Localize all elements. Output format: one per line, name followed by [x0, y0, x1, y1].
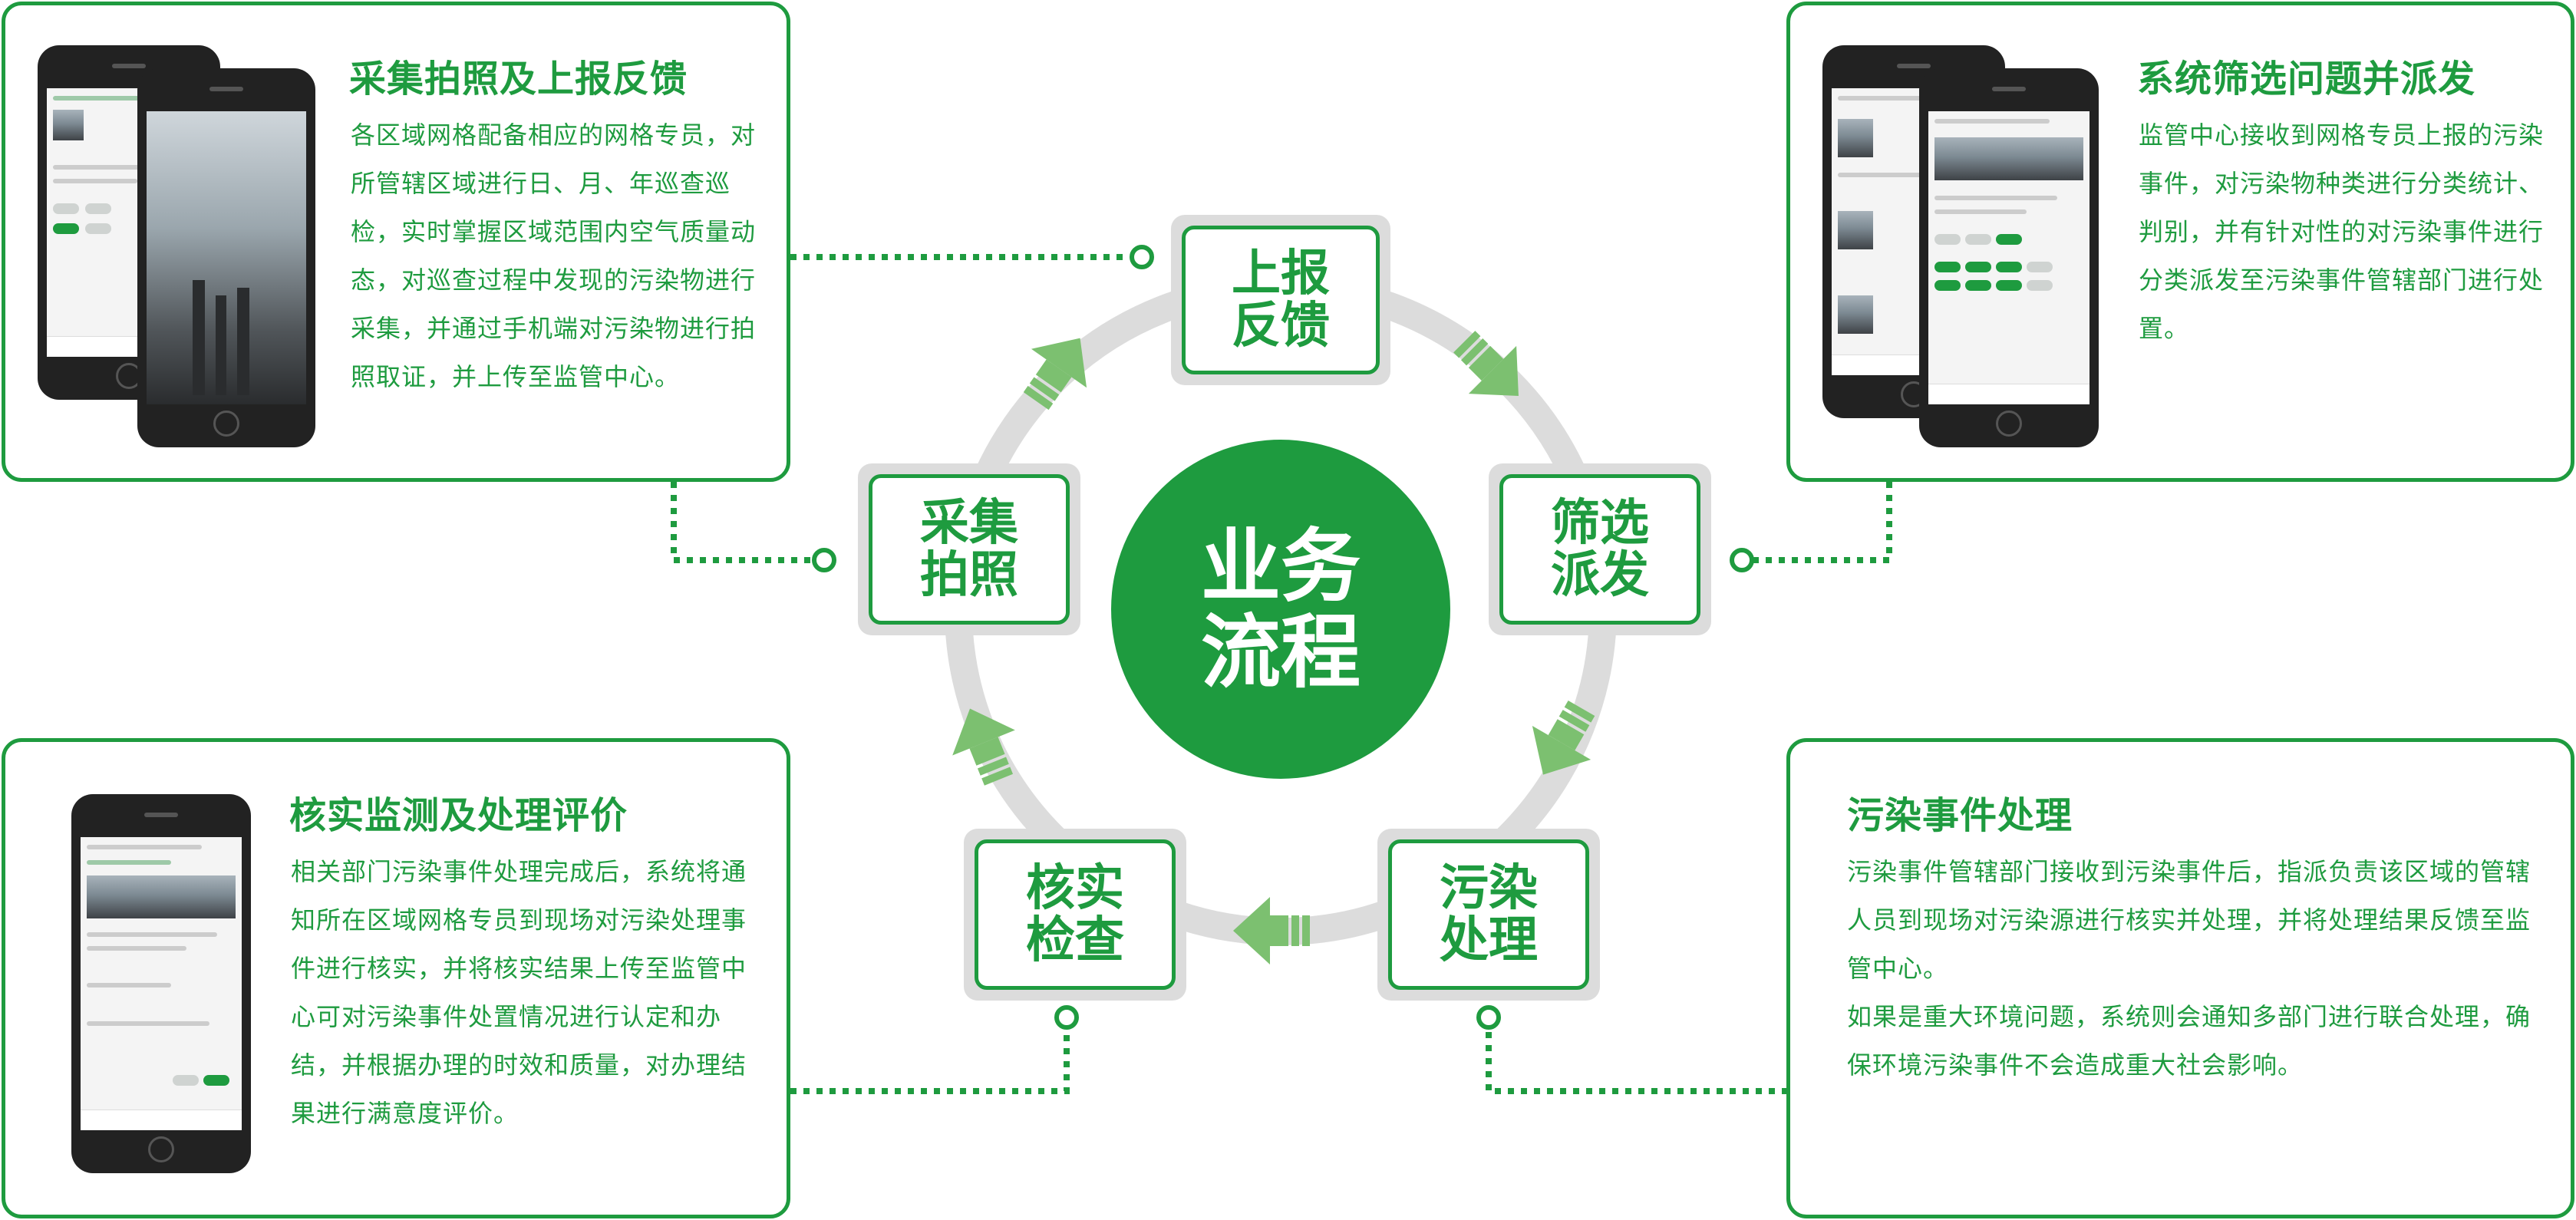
node-filter-label: 筛选派发	[1551, 495, 1649, 604]
panel-filter-text: 监管中心接收到网格专员上报的污染事件，对污染物种类进行分类统计、判别，并有针对性…	[2139, 120, 2545, 343]
endpoint-handle	[1476, 1005, 1501, 1030]
center-label: 业务流程	[1200, 519, 1361, 699]
panel-handle-title: 污染事件处理	[1847, 794, 2073, 837]
panel-verify-text: 相关部门污染事件处理完成后，系统将通知所在区域网格专员到现场对污染处理事件进行核…	[291, 857, 747, 1128]
node-report[interactable]: 上报反馈	[1171, 215, 1390, 385]
endpoint-filter	[1730, 548, 1754, 572]
node-collect[interactable]: 采集拍照	[858, 463, 1080, 635]
panel-filter: 系统筛选问题并派发 监管中心接收到网格专员上报的污染事件，对污染物种类进行分类统…	[1786, 2, 2574, 482]
panel-verify-title: 核实监测及处理评价	[289, 794, 628, 837]
center-circle: 业务流程	[1111, 440, 1450, 779]
endpoint-report	[1130, 245, 1154, 269]
endpoint-collect	[812, 548, 836, 572]
node-report-label: 上报反馈	[1232, 246, 1330, 354]
panel-collect-text: 各区域网格配备相应的网格专员，对所管辖区域进行日、月、年巡查巡检，实时掌握区域范…	[351, 120, 757, 391]
arrow-icon-filter-handle	[1532, 700, 1595, 775]
panel-filter-title: 系统筛选问题并派发	[2137, 58, 2476, 101]
connector-handle-node	[1486, 1024, 1788, 1094]
connector-lines	[671, 254, 1892, 1094]
arrow-icon-collect-report	[1023, 338, 1087, 411]
connector-collect-node	[671, 482, 813, 563]
arrow-icon-handle-verify	[1233, 897, 1310, 964]
node-handle[interactable]: 污染处理	[1377, 829, 1600, 1001]
connector-verify-node	[790, 1024, 1070, 1094]
phone-mockup-front	[137, 68, 315, 447]
connector-endpoints	[812, 245, 1754, 1030]
arrow-icon-verify-collect	[952, 708, 1015, 786]
arrow-icon-report-filter	[1453, 331, 1519, 396]
node-collect-label: 采集拍照	[920, 495, 1018, 604]
node-filter[interactable]: 筛选派发	[1489, 463, 1711, 635]
phone-mockup	[71, 794, 251, 1173]
panel-handle: 污染事件处理 污染事件管辖部门接收到污染事件后，指派负责该区域的管辖人员到现场对…	[1786, 738, 2574, 1218]
panel-handle-text-1: 污染事件管辖部门接收到污染事件后，指派负责该区域的管辖人员到现场对污染源进行核实…	[1847, 857, 2531, 983]
panel-handle-text-2: 如果是重大环境问题，系统则会通知多部门进行联合处理，确保环境污染事件不会造成重大…	[1847, 1002, 2531, 1080]
endpoint-verify	[1054, 1005, 1079, 1030]
node-verify[interactable]: 核实检查	[964, 829, 1186, 1001]
panel-collect: 采集拍照及上报反馈 各区域网格配备相应的网格专员，对所管辖区域进行日、月、年巡查…	[2, 2, 790, 482]
panel-verify: 核实监测及处理评价 相关部门污染事件处理完成后，系统将通知所在区域网格专员到现场…	[2, 738, 790, 1218]
node-verify-label: 核实检查	[1026, 860, 1124, 969]
panel-collect-title: 采集拍照及上报反馈	[349, 58, 688, 101]
phone-mockup-front	[1919, 68, 2099, 447]
node-handle-label: 污染处理	[1440, 860, 1538, 969]
connector-filter-node	[1753, 482, 1892, 563]
panel-handle-text: 污染事件管辖部门接收到污染事件后，指派负责该区域的管辖人员到现场对污染源进行核实…	[1847, 848, 2538, 1090]
